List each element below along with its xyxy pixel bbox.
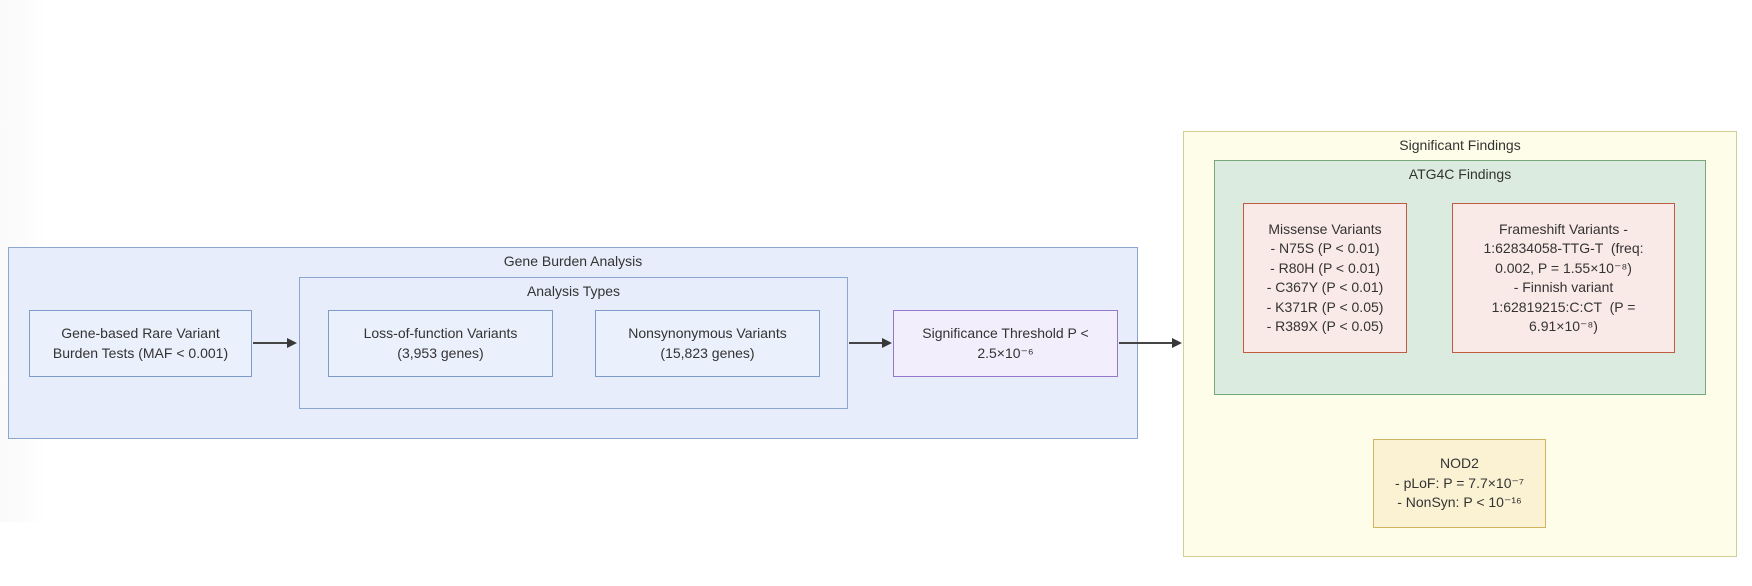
node-nod2: NOD2 - pLoF: P = 7.7×10⁻⁷ - NonSyn: P < … xyxy=(1373,439,1546,528)
node-lof-variants: Loss-of-function Variants (3,953 genes) xyxy=(328,310,553,377)
node-text-line: - R389X (P < 0.05) xyxy=(1266,318,1384,334)
node-text-line: - NonSyn: P < 10⁻¹⁶ xyxy=(1397,494,1522,511)
node-text-line: 6.91×10⁻⁸) xyxy=(1529,318,1598,334)
arrow-head-icon xyxy=(1172,338,1182,348)
node-text-line: Loss-of-function Variants xyxy=(363,325,518,341)
node-text-line: (3,953 genes) xyxy=(397,344,484,361)
cluster-title-atg4c-findings: ATG4C Findings xyxy=(1408,166,1512,182)
node-frameshift-variants: Frameshift Variants - 1:62834058-TTG-T (… xyxy=(1452,203,1675,353)
arrow-line-burden-to-analysis xyxy=(253,342,288,344)
node-text-line: - R80H (P < 0.01) xyxy=(1270,259,1380,276)
node-text-line: Frameshift Variants - xyxy=(1499,220,1628,237)
node-text-line: Significance Threshold P < xyxy=(922,325,1089,341)
node-text-line: 0.002, P = 1.55×10⁻⁸) xyxy=(1495,259,1632,276)
node-text-line: Nonsynonymous Variants xyxy=(628,325,787,341)
node-missense-variants: Missense Variants - N75S (P < 0.01) - R8… xyxy=(1243,203,1407,353)
node-nonsyn-variants: Nonsynonymous Variants (15,823 genes) xyxy=(595,310,820,377)
cluster-title-significant-findings: Significant Findings xyxy=(1399,137,1521,153)
arrow-head-icon xyxy=(287,338,297,348)
node-text-line: Burden Tests (MAF < 0.001) xyxy=(52,344,229,361)
node-text-line: Gene-based Rare Variant xyxy=(61,325,220,341)
node-text-line: 1:62819215:C:CT (P = xyxy=(1491,298,1636,315)
node-significance-threshold: Significance Threshold P < 2.5×10⁻⁶ xyxy=(893,310,1118,377)
cluster-title-analysis-types: Analysis Types xyxy=(526,283,621,299)
node-burden-tests: Gene-based Rare Variant Burden Tests (MA… xyxy=(29,310,252,377)
node-text-line: - N75S (P < 0.01) xyxy=(1270,240,1380,256)
node-text-line: NOD2 xyxy=(1440,455,1479,472)
arrow-line-threshold-to-findings xyxy=(1119,342,1173,344)
node-text-line: (15,823 genes) xyxy=(660,344,755,361)
node-text-line: - C367Y (P < 0.01) xyxy=(1266,279,1384,295)
node-text-line: - Finnish variant xyxy=(1513,279,1614,295)
node-text-line: 2.5×10⁻⁶ xyxy=(977,344,1034,361)
arrow-line-analysis-to-threshold xyxy=(849,342,883,344)
node-text-line: - K371R (P < 0.05) xyxy=(1266,298,1384,315)
cluster-title-gene-burden-analysis: Gene Burden Analysis xyxy=(503,253,643,269)
node-text-line: 1:62834058-TTG-T (freq: xyxy=(1483,240,1644,256)
arrow-head-icon xyxy=(882,338,892,348)
node-text-line: - pLoF: P = 7.7×10⁻⁷ xyxy=(1395,474,1524,491)
node-text-line: Missense Variants xyxy=(1268,220,1382,237)
